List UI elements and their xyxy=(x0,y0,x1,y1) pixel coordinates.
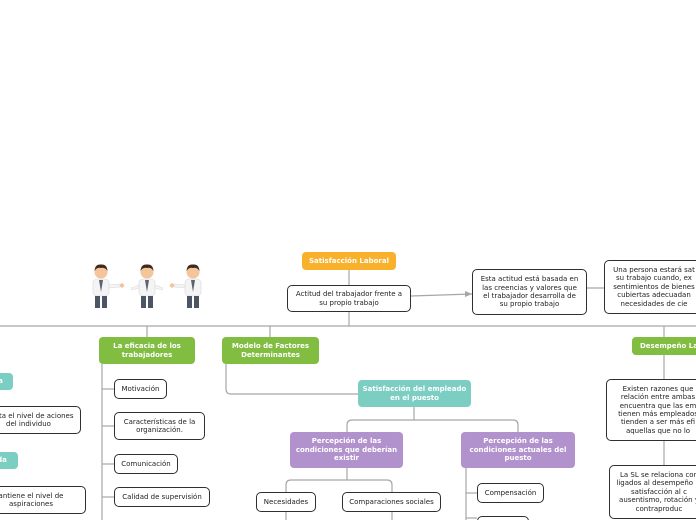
performance-topic[interactable]: Desempeño La xyxy=(632,337,696,355)
wellbeing-note-node[interactable]: Una persona estará sat su trabajo cuando… xyxy=(604,260,696,314)
actual-conditions-item[interactable] xyxy=(477,516,529,520)
arrowhead xyxy=(465,291,472,297)
efficacy-item[interactable]: Calidad de supervisión xyxy=(114,487,210,507)
businessman-figure xyxy=(92,264,125,308)
left-subtopic-b[interactable]: da xyxy=(0,452,18,469)
efficacy-topic[interactable]: La eficacia de los trabajadores xyxy=(99,337,195,364)
three-businessmen-icon xyxy=(92,264,202,308)
actual-conditions-subtopic[interactable]: Percepción de las condiciones actuales d… xyxy=(461,432,575,468)
connector xyxy=(285,479,393,492)
left-note-a[interactable]: menta el nivel de aciones del individuo xyxy=(0,406,81,434)
businessman-figure xyxy=(169,264,202,308)
should-exist-subtopic[interactable]: Percepción de las condiciones que deberí… xyxy=(290,432,403,468)
performance-note-2[interactable]: La SL se relaciona con ligados al desemp… xyxy=(609,465,696,519)
performance-note-1[interactable]: Existen razones que relación entre ambas… xyxy=(606,379,696,441)
left-note-b[interactable]: antiene el nivel de aspiraciones xyxy=(0,486,86,514)
left-subtopic-a[interactable]: a xyxy=(0,373,13,390)
connector xyxy=(225,364,358,395)
connector xyxy=(410,293,473,297)
efficacy-item[interactable]: Motivación xyxy=(114,379,167,399)
businessman-figure xyxy=(130,264,164,308)
model-topic[interactable]: Modelo de Factores Determinantes xyxy=(222,337,319,364)
satisfaction-subtopic[interactable]: Satisfacción del empleado en el puesto xyxy=(358,380,471,407)
actual-conditions-item[interactable]: Compensación xyxy=(477,483,544,503)
connector xyxy=(346,419,519,432)
root-topic[interactable]: Satisfacción Laboral xyxy=(302,252,396,270)
belief-note-node[interactable]: Esta actitud está basada en las creencia… xyxy=(472,269,587,315)
definition-node[interactable]: Actitud del trabajador frente a su propi… xyxy=(287,285,411,312)
should-exist-item[interactable]: Necesidades xyxy=(256,492,316,512)
efficacy-item[interactable]: Características de la organización. xyxy=(114,412,205,440)
should-exist-item[interactable]: Comparaciones sociales xyxy=(342,492,441,512)
efficacy-item[interactable]: Comunicación xyxy=(114,454,178,474)
